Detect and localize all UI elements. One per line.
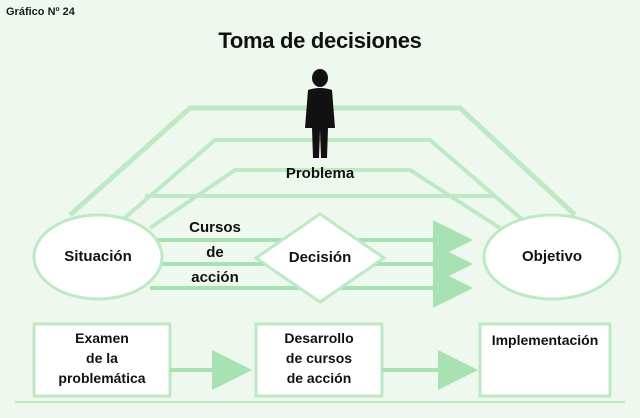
situacion-ellipse [32, 213, 164, 301]
diagram-title: Toma de decisiones [218, 28, 422, 53]
person-icon [305, 69, 335, 158]
de-label: de [206, 244, 224, 261]
accion-label: acción [191, 269, 239, 286]
desarrollo-box [254, 322, 384, 398]
examen-line-3: problemática [58, 370, 146, 386]
examen-box [32, 322, 172, 398]
objetivo-label: Objetivo [521, 248, 582, 265]
inner-trapezoid-line [148, 168, 502, 230]
desarrollo-line-3: de acción [286, 370, 352, 386]
situacion-label: Situación [64, 248, 132, 265]
decision-diamond [253, 212, 387, 304]
examen-line-1: Examen [75, 330, 129, 346]
examen-line-2: de la [86, 350, 118, 366]
implementacion-box [478, 322, 612, 398]
decision-label: Decisión [288, 249, 352, 266]
cursos-label: Cursos [189, 219, 241, 236]
desarrollo-line-1: Desarrollo [284, 330, 354, 346]
problema-label: Problema [285, 165, 355, 182]
desarrollo-text: Desarrollo de cursos de acción [256, 328, 382, 388]
implementacion-text: Implementación [480, 330, 610, 350]
figure-caption: Gráfico Nº 24 [6, 6, 75, 18]
implementacion-line-1: Implementación [491, 332, 599, 348]
objetivo-ellipse [482, 213, 622, 301]
examen-text: Examen de la problemática [34, 328, 170, 388]
desarrollo-line-2: de cursos [285, 350, 353, 366]
